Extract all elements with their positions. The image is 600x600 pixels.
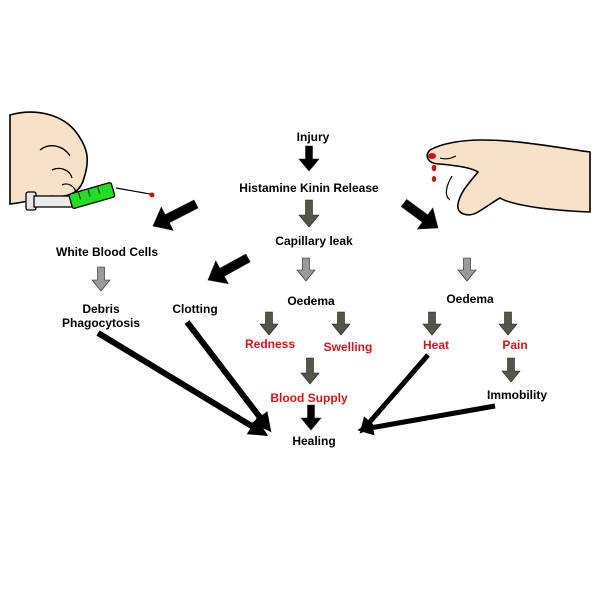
node-healing: Healing bbox=[292, 434, 336, 448]
arrow-pain-to-immobility bbox=[501, 357, 521, 383]
arrow-capillary-to-clotting bbox=[207, 253, 251, 285]
arrow-histamine-to-white-blood-cells bbox=[152, 199, 199, 231]
arrow-oedema-to-redness bbox=[259, 311, 279, 336]
bleeding-finger-hand-illustration bbox=[426, 139, 591, 216]
node-white-blood-cells: White Blood Cells bbox=[56, 245, 158, 259]
arrow-histamine-to-capillary bbox=[298, 199, 320, 228]
syringe-hand-illustration bbox=[9, 111, 155, 211]
arrow-swelling-to-blood-supply bbox=[300, 357, 320, 385]
arrow-clotting-to-healing bbox=[184, 320, 272, 433]
node-redness: Redness bbox=[244, 337, 296, 351]
block-arrows bbox=[91, 145, 521, 431]
arrow-histamine-to-right-hand bbox=[400, 198, 439, 230]
arrow-blood-supply-to-healing bbox=[300, 404, 322, 431]
node-injury: Injury bbox=[296, 130, 330, 144]
node-oedema-right: Oedema bbox=[446, 292, 494, 306]
node-capillary-leak: Capillary leak bbox=[275, 234, 353, 248]
arrow-capillary-to-oedema bbox=[296, 257, 316, 282]
arrow-injury-to-histamine bbox=[298, 145, 320, 172]
arrow-phagocytosis-to-healing bbox=[96, 330, 269, 436]
node-clotting: Clotting bbox=[172, 302, 218, 316]
arrow-immobility-to-healing bbox=[357, 403, 496, 436]
node-immobility: Immobility bbox=[486, 388, 548, 402]
node-phagocytosis: Phagocytosis bbox=[61, 316, 141, 330]
node-debris: Debris bbox=[82, 302, 120, 316]
arrow-heat-to-healing bbox=[359, 353, 430, 434]
node-heat: Heat bbox=[422, 338, 450, 352]
arrow-oedema-to-swelling bbox=[331, 311, 351, 336]
arrow-white-blood-cells-to-debris bbox=[91, 266, 111, 292]
node-swelling: Swelling bbox=[323, 340, 373, 354]
arrow-capillary-to-oedema-right bbox=[457, 257, 477, 282]
node-histamine-kinin-release: Histamine Kinin Release bbox=[239, 181, 379, 195]
node-pain: Pain bbox=[502, 338, 528, 352]
healing-arrows bbox=[96, 320, 496, 436]
arrow-oedema-to-heat bbox=[422, 311, 442, 336]
arrow-oedema-to-pain bbox=[498, 311, 518, 336]
node-blood-supply: Blood Supply bbox=[270, 391, 348, 405]
node-oedema-left: Oedema bbox=[287, 294, 335, 308]
